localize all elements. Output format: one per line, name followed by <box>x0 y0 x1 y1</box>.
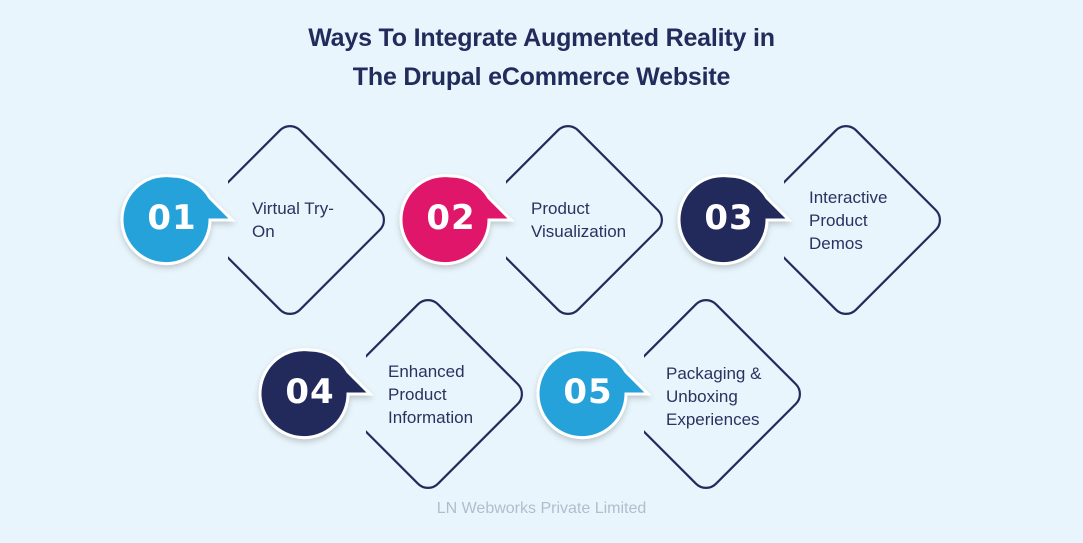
diamond-outline-1 <box>194 124 386 316</box>
step-number-04: 04 <box>285 372 335 412</box>
badge-05 <box>536 348 652 440</box>
badge-02 <box>399 174 515 266</box>
step-label-02: Product Visualization <box>531 199 627 241</box>
footer-credit: LN Webworks Private Limited <box>436 500 647 517</box>
title-line-1: Ways To Integrate Augmented Reality in <box>308 24 775 52</box>
step-number-02: 02 <box>426 198 476 238</box>
title-line-2: The Drupal eCommerce Website <box>352 63 731 91</box>
step-label-01: Virtual Try- On <box>252 199 334 241</box>
step-label-03: Interactive Product Demos <box>809 188 888 253</box>
step-number-03: 03 <box>704 198 754 238</box>
step-label-05: Packaging & Unboxing Experiences <box>666 364 762 429</box>
badge-04 <box>258 348 374 440</box>
diamond-outline-5 <box>610 298 802 490</box>
badge-03 <box>677 174 793 266</box>
badge-01 <box>120 174 236 266</box>
step-label-04: Enhanced Product Information <box>388 362 474 427</box>
step-number-01: 01 <box>147 198 197 238</box>
diamond-outline-4 <box>332 298 524 490</box>
step-number-05: 05 <box>563 372 613 412</box>
diamond-outline-3 <box>750 124 942 316</box>
diamond-outline-2 <box>472 124 664 316</box>
